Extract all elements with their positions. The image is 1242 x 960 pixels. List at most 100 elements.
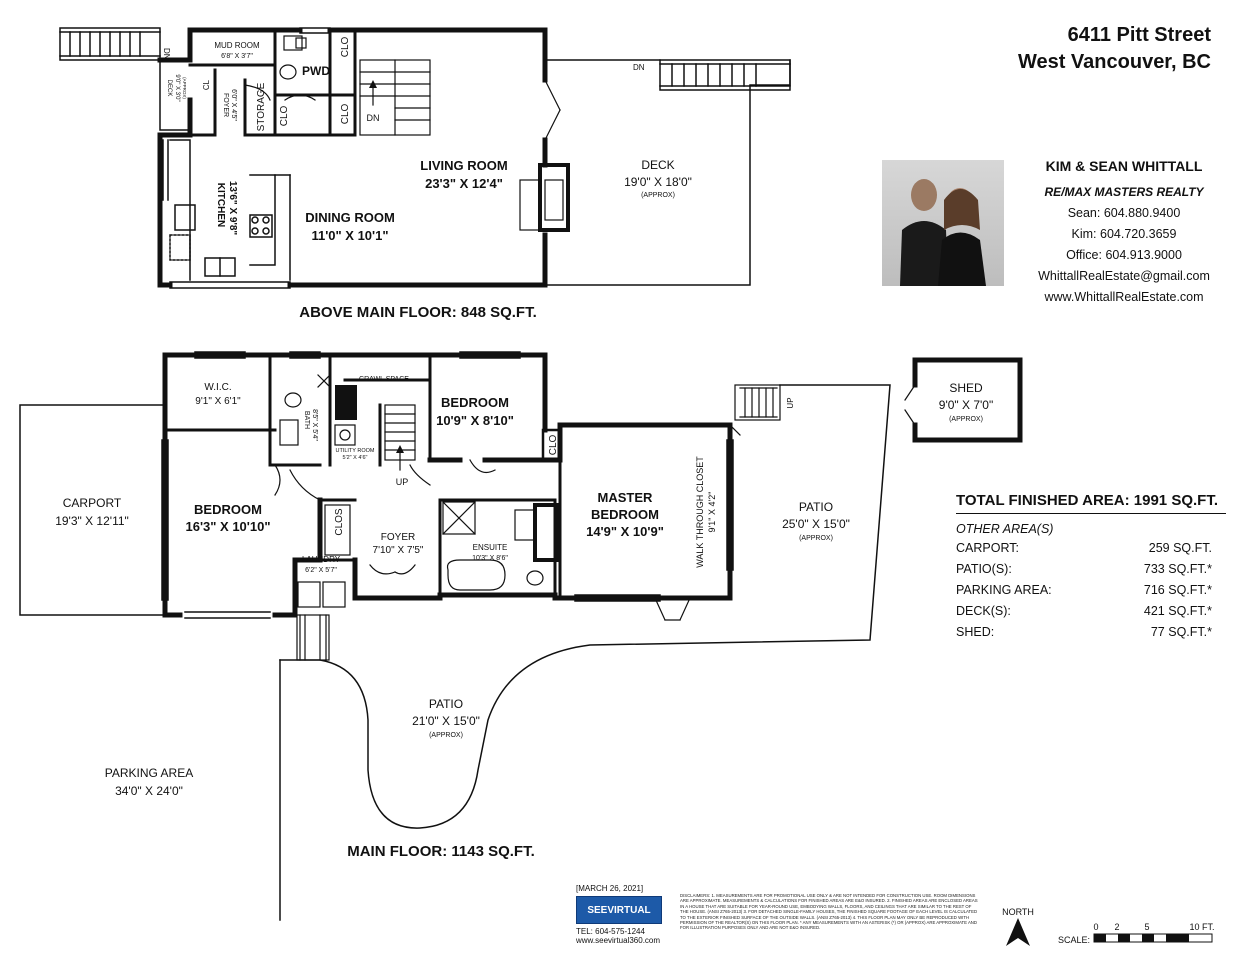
- label-dn-deck: DN: [633, 63, 645, 72]
- seevirtual-tel: TEL: 604-575-1244: [576, 927, 645, 936]
- area-row-value: 259 SQ.FT.: [1148, 541, 1212, 555]
- area-row-label: CARPORT:: [956, 541, 1019, 555]
- label-bedroom-large: BEDROOM: [194, 502, 262, 517]
- label-up-patio: UP: [786, 397, 795, 408]
- agent-phone-office: Office: 604.913.9000: [1066, 248, 1182, 262]
- label-clos: CLOS: [334, 508, 345, 536]
- approx-patio-right: (APPROX): [799, 535, 833, 542]
- label-dn: DN: [162, 48, 171, 60]
- area-row-label: PARKING AREA:: [956, 583, 1052, 597]
- agent-phone-kim: Kim: 604.720.3659: [1071, 227, 1177, 241]
- dim-patio-lower: 21'0" X 15'0": [412, 714, 480, 728]
- agent-company: RE/MAX MASTERS REALTY: [1044, 185, 1204, 199]
- label-pwd: PWD: [302, 64, 330, 78]
- main-floor-total: MAIN FLOOR: 1143 SQ.FT.: [347, 843, 535, 860]
- area-row-value: 77 SQ.FT.*: [1150, 625, 1212, 639]
- area-row-value: 421 SQ.FT.*: [1143, 604, 1212, 618]
- address-street: 6411 Pitt Street: [1067, 24, 1211, 46]
- label-storage: STORAGE: [256, 82, 267, 131]
- agent-website[interactable]: www.WhittallRealEstate.com: [1044, 290, 1204, 304]
- label-utility: UTILITY ROOM: [335, 448, 374, 454]
- area-row: PARKING AREA: 716 SQ.FT.*: [956, 580, 1212, 601]
- scale-tick-0: 0: [1093, 922, 1098, 932]
- label-laundry: LAUNDRY: [302, 555, 341, 564]
- north-label: NORTH: [1002, 907, 1034, 917]
- dim-kitchen: 13'6" X 9'8": [227, 181, 238, 236]
- label-wic: W.I.C.: [204, 382, 231, 393]
- agent-contact: KIM & SEAN WHITTALL RE/MAX MASTERS REALT…: [1024, 156, 1224, 308]
- patio-stairs: [734, 384, 781, 421]
- agent-names: KIM & SEAN WHITTALL: [1045, 158, 1203, 174]
- label-dn-stairs: DN: [367, 113, 380, 123]
- label-cl: CL: [202, 79, 211, 90]
- approx-deck: (APPROX): [641, 192, 675, 199]
- label-clo-upper-2: CLO: [340, 103, 351, 124]
- label-foyer-upper: FOYER: [222, 93, 229, 117]
- area-row: PATIO(S):733 SQ.FT.*: [956, 559, 1212, 580]
- upper-deck: [544, 59, 791, 286]
- kitchen-counters: [169, 139, 291, 281]
- dim-foyer-upper: 6'0" X 4'5": [230, 89, 237, 121]
- approx-deck-small: (APPROX): [182, 77, 187, 99]
- label-parking: PARKING AREA: [105, 766, 193, 780]
- label-deck-small: DECK: [166, 80, 172, 97]
- dim-mud-room: 6'8" X 3'7": [221, 53, 253, 60]
- label-carport: CARPORT: [63, 496, 122, 510]
- dim-carport: 19'3" X 12'11": [55, 514, 129, 528]
- approx-patio-lower: (APPROX): [429, 732, 463, 739]
- label-walk-closet: WALK THROUGH CLOSET: [695, 456, 705, 568]
- dim-wic: 9'1" X 6'1": [195, 396, 241, 407]
- label-patio-lower: PATIO: [429, 697, 463, 711]
- dim-utility: 5'2" X 4'6": [343, 455, 368, 461]
- label-bedroom-small: BEDROOM: [441, 395, 509, 410]
- scale-tick-2: 2: [1114, 922, 1119, 932]
- total-finished-area: TOTAL FINISHED AREA: 1991 SQ.FT.: [956, 492, 1226, 514]
- dim-laundry: 6'2" X 5'7": [305, 567, 337, 574]
- label-kitchen: KITCHEN: [215, 183, 226, 227]
- front-steps: [296, 614, 330, 661]
- area-row: DECK(S):421 SQ.FT.*: [956, 601, 1212, 622]
- agent-phone-sean: Sean: 604.880.9400: [1067, 206, 1181, 220]
- dim-bedroom-large: 16'3" X 10'10": [185, 519, 270, 534]
- dim-living: 23'3" X 12'4": [425, 176, 503, 191]
- parking-patio-outline: [279, 384, 891, 921]
- agent-photo: [882, 160, 1004, 286]
- label-clo-upper-3: CLO: [279, 105, 290, 126]
- dim-dining: 11'0" X 10'1": [311, 228, 388, 243]
- dim-walk-closet: 9'1" X 4'2": [707, 492, 717, 533]
- property-address: 6411 Pitt Street West Vancouver, BC: [1018, 22, 1211, 76]
- above-main-walls: [157, 27, 548, 288]
- label-master-1: MASTER: [598, 490, 654, 505]
- label-master-2: BEDROOM: [591, 507, 659, 522]
- label-living: LIVING ROOM: [420, 158, 507, 173]
- label-ensuite: ENSUITE: [473, 543, 508, 552]
- area-row: SHED: 77 SQ.FT.*: [956, 622, 1212, 643]
- dim-bedroom-small: 10'9" X 8'10": [436, 413, 514, 428]
- seevirtual-web[interactable]: www.seevirtual360.com: [576, 936, 661, 945]
- area-summary: TOTAL FINISHED AREA: 1991 SQ.FT. OTHER A…: [956, 492, 1226, 643]
- label-shed: SHED: [949, 381, 983, 395]
- label-bath: BATH: [303, 411, 310, 429]
- area-row-value: 716 SQ.FT.*: [1143, 583, 1212, 597]
- seevirtual-logo: SEEVIRTUAL: [576, 896, 662, 924]
- agent-email[interactable]: WhittallRealEstate@gmail.com: [1038, 269, 1210, 283]
- other-areas-label: OTHER AREA(S): [956, 522, 1054, 536]
- area-row-label: SHED:: [956, 625, 995, 639]
- address-city: West Vancouver, BC: [1017, 51, 1211, 73]
- shed-walls: [912, 357, 1023, 443]
- label-deck: DECK: [641, 158, 674, 172]
- dim-patio-right: 25'0" X 15'0": [782, 517, 850, 531]
- scale-label: SCALE:: [1058, 935, 1090, 945]
- label-foyer-main: FOYER: [381, 532, 415, 543]
- dim-master: 14'9" X 10'9": [586, 524, 664, 539]
- dim-deck-small: 9'0" X 3'0": [174, 74, 180, 101]
- disclaimer: DISCLAIMERS: 1. MEASUREMENTS ARE FOR PRO…: [680, 893, 978, 931]
- north-arrow-icon: [1006, 918, 1030, 946]
- dim-foyer-main: 7'10" X 7'5": [373, 545, 424, 556]
- dim-bath: 8'5" X 5'4": [311, 409, 318, 441]
- label-clo-main: CLO: [548, 434, 559, 455]
- label-crawl: CRAWL SPACE: [359, 376, 409, 383]
- carport-outline: [19, 404, 166, 616]
- label-up-main: UP: [396, 477, 409, 487]
